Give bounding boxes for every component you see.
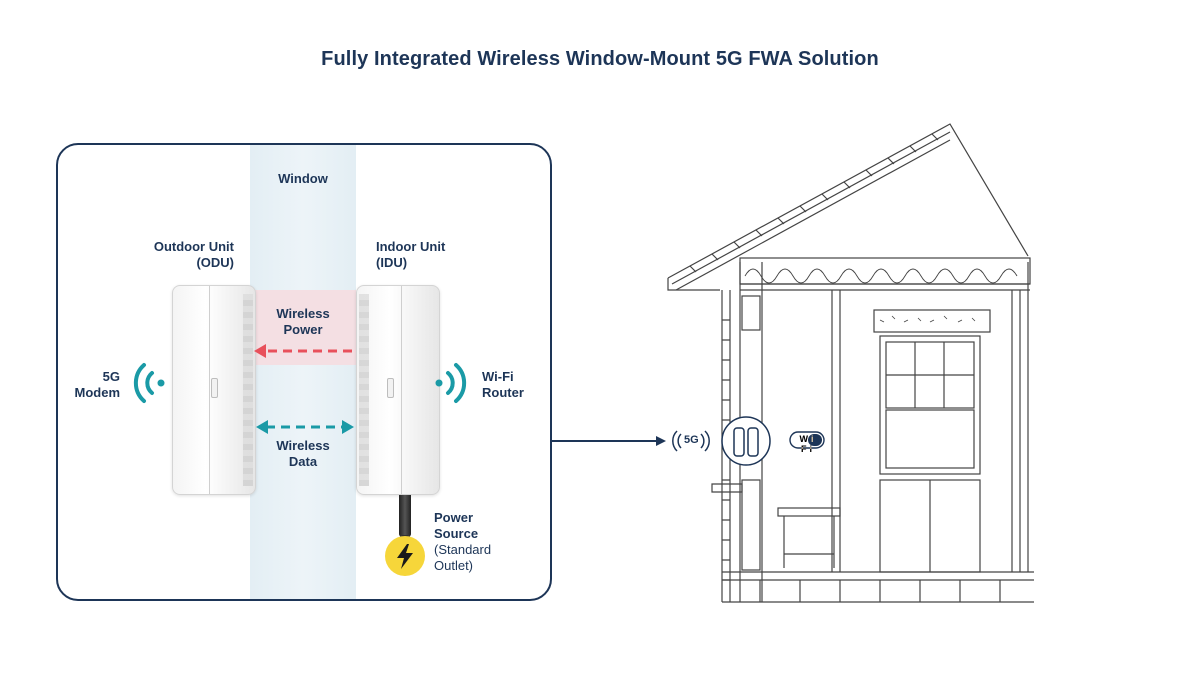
wifi-logo-icon xyxy=(789,431,825,449)
window-band xyxy=(250,145,356,599)
outdoor-unit xyxy=(172,285,256,495)
odu-label: Outdoor Unit (ODU) xyxy=(153,239,234,270)
wireless-data-arrow xyxy=(256,420,354,434)
arrow-right-icon xyxy=(552,436,666,446)
idu-label: Indoor Unit (IDU) xyxy=(376,239,446,270)
power-cable xyxy=(399,495,411,537)
solution-panel: Window Outdoor Unit (ODU) Indoor Unit (I… xyxy=(56,143,552,601)
wireless-power-arrow xyxy=(254,344,352,358)
page-title: Fully Integrated Wireless Window-Mount 5… xyxy=(321,48,879,70)
odu-button xyxy=(211,378,218,398)
lightning-bolt-icon xyxy=(397,544,413,569)
power-source-label: Power Source (Standard Outlet) xyxy=(434,510,492,573)
wifi-badge-label: Wi Fi xyxy=(799,434,817,454)
panel-arrows xyxy=(133,344,467,434)
modem-label: 5G Modem xyxy=(74,369,121,400)
indoor-unit xyxy=(356,285,440,495)
power-source-circle xyxy=(385,536,425,576)
window-device xyxy=(721,416,771,466)
wifi-signal-left-icon xyxy=(133,363,165,403)
router-label: Wi-Fi Router xyxy=(482,369,524,400)
house-section-drawing xyxy=(667,123,1034,603)
wireless-data-label: Wireless Data xyxy=(276,438,330,469)
5g-signal-icon xyxy=(672,430,710,452)
wireless-power-label: Wireless Power xyxy=(276,306,330,337)
wifi-signal-right-icon xyxy=(435,363,467,403)
window-label: Window xyxy=(278,171,328,186)
5g-badge-label: 5G xyxy=(684,434,699,446)
idu-button xyxy=(387,378,394,398)
